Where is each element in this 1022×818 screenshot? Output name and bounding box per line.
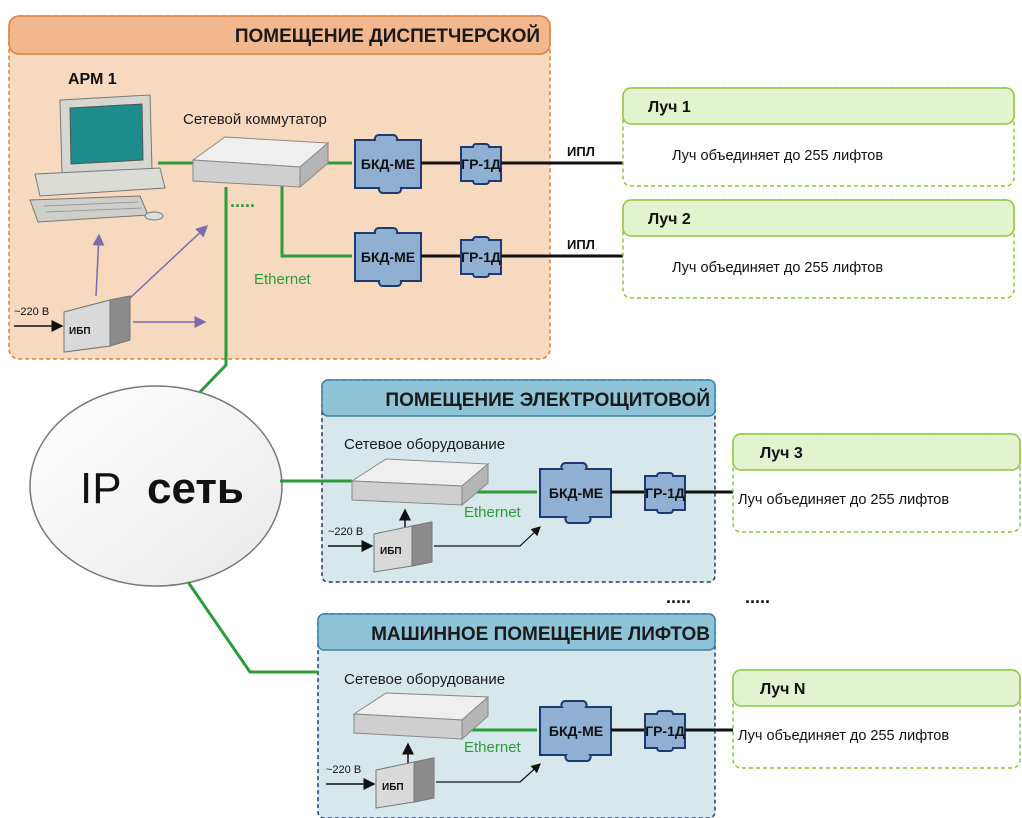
link-switch-ipnet <box>198 187 228 394</box>
ip-network-cloud <box>29 385 283 587</box>
ip-network-label-suffix: сеть <box>147 464 244 513</box>
beam-text: Луч объединяет до 255 лифтов <box>672 148 883 164</box>
beam-box-2: Луч 2 Луч объединяет до 255 лифтов <box>622 199 1015 299</box>
switch-ports-dots: ..... <box>230 191 255 211</box>
ethernet-label-machine: Ethernet <box>464 739 522 756</box>
network-equipment-label-electro: Сетевое оборудование <box>344 436 505 453</box>
bkd-me-label: БКД-МЕ <box>361 249 415 265</box>
monitor-screen <box>69 103 144 165</box>
beam-title: Луч N <box>760 681 805 698</box>
ups-icon-machine: ИБП <box>375 757 435 809</box>
gr-1d-device <box>644 472 686 514</box>
computer-icon: АРМ 1 <box>29 71 166 223</box>
ethernet-label-electro: Ethernet <box>464 504 522 521</box>
beam-text: Луч объединяет до 255 лифтов <box>738 728 949 744</box>
gr-1d-label: ГР-1Д <box>645 485 685 501</box>
bkd-me-device <box>539 461 612 525</box>
bkd-me-label: БКД-МЕ <box>361 156 415 172</box>
network-equipment-icon-electro <box>350 458 490 507</box>
continuation-dots-2: ..... <box>745 587 770 607</box>
ups-label-machine: ИБП <box>382 782 404 793</box>
bkd-me-device <box>354 134 422 194</box>
ups-label: ИБП <box>69 326 91 337</box>
beam-text: Луч объединяет до 255 лифтов <box>738 492 949 508</box>
gr-1d-label: ГР-1Д <box>461 249 501 265</box>
beam-box-1: Луч 1 Луч объединяет до 255 лифтов <box>622 87 1015 187</box>
ups-label-electro: ИБП <box>380 546 402 557</box>
mouse <box>144 211 164 221</box>
electro-room-title: ПОМЕЩЕНИЕ ЭЛЕКТРОЩИТОВОЙ <box>385 389 710 411</box>
switch-label: Сетевой коммутатор <box>183 111 327 128</box>
ups-icon-electro: ИБП <box>373 521 433 573</box>
beam-box-3: Луч 3 Луч объединяет до 255 лифтов <box>732 433 1021 533</box>
bkd-me-label: БКД-МЕ <box>549 723 603 739</box>
bkd-me-device <box>539 699 612 763</box>
machine-room-title: МАШИННОЕ ПОМЕЩЕНИЕ ЛИФТОВ <box>371 624 710 645</box>
bkd-me-device <box>354 227 422 287</box>
electro-room-header <box>321 379 716 417</box>
voltage-label-machine: ~220 В <box>326 764 361 776</box>
machine-room-header <box>317 613 716 651</box>
network-equipment-label-machine: Сетевое оборудование <box>344 671 505 688</box>
machine-devices: БКД-МЕ ГР-1Д <box>539 699 733 763</box>
ip-network-label-prefix: IP <box>80 464 122 513</box>
dispatch-devices-row1: БКД-МЕ ГР-1Д ИПЛ <box>354 134 624 194</box>
voltage-label-electro: ~220 В <box>328 526 363 538</box>
link-ipnet-machine <box>186 581 318 674</box>
ups-power-arrows <box>92 224 209 328</box>
dispatch-room-title: ПОМЕЩЕНИЕ ДИСПЕТЧЕРСКОЙ <box>235 25 540 47</box>
ipl-label-2: ИПЛ <box>567 237 595 252</box>
link-switch-bkd2 <box>280 181 352 258</box>
beam-box-n: Луч N Луч объединяет до 255 лифтов <box>732 669 1021 769</box>
ups-icon: ИБП <box>63 295 131 353</box>
gr-1d-device <box>644 710 686 752</box>
beam-title: Луч 3 <box>760 445 803 462</box>
gr-1d-label: ГР-1Д <box>461 156 501 172</box>
switch-side <box>299 141 329 189</box>
ip-network: IP сеть <box>29 385 283 587</box>
dispatch-devices-row2: БКД-МЕ ГР-1Д ИПЛ <box>354 227 624 287</box>
voltage-label: ~220 В <box>14 306 49 318</box>
ipl-label-1: ИПЛ <box>567 144 595 159</box>
gr-1d-device <box>460 236 502 278</box>
ethernet-label-dispatch: Ethernet <box>254 271 312 288</box>
beam-text: Луч объединяет до 255 лифтов <box>672 260 883 276</box>
network-equipment-icon-machine <box>352 692 490 741</box>
electro-devices: БКД-МЕ ГР-1Д <box>539 461 733 525</box>
gr-1d-label: ГР-1Д <box>645 723 685 739</box>
network-switch-icon <box>191 136 330 189</box>
gr-1d-device <box>460 143 502 185</box>
bkd-me-label: БКД-МЕ <box>549 485 603 501</box>
beam-title: Луч 2 <box>648 211 691 228</box>
system-unit <box>34 167 166 197</box>
beam-title: Луч 1 <box>648 99 691 116</box>
dispatch-room-header <box>8 15 551 55</box>
arm-label: АРМ 1 <box>68 71 117 88</box>
continuation-dots-1: ..... <box>666 587 691 607</box>
